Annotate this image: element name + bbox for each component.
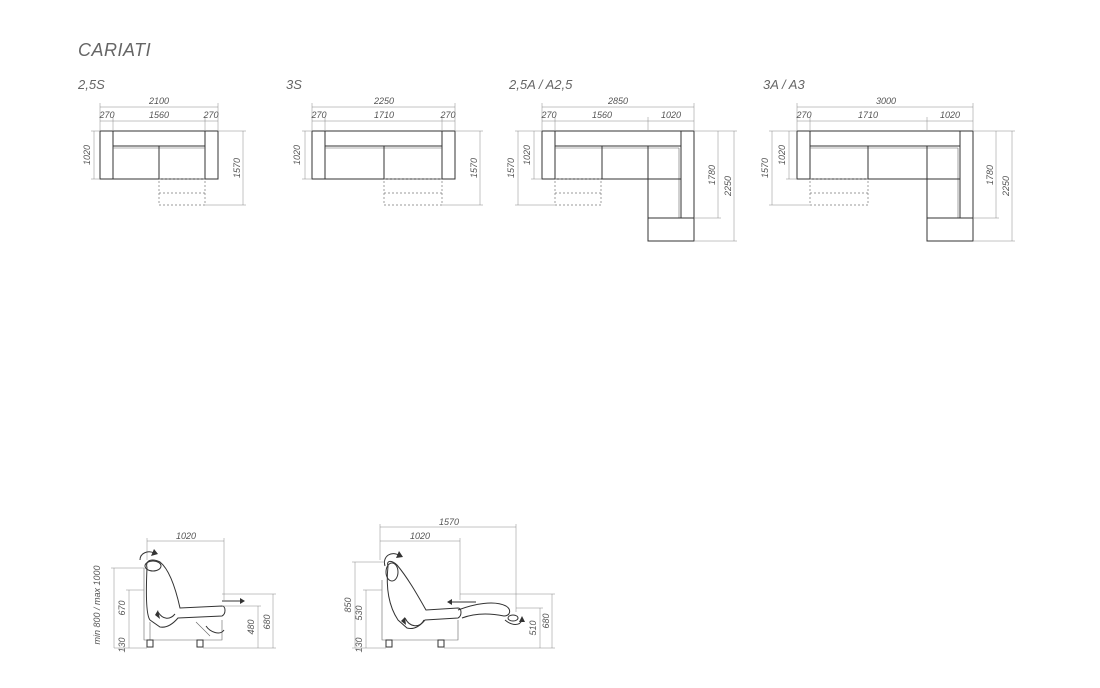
dim-arm: 680 bbox=[262, 614, 272, 629]
dim-back: 530 bbox=[354, 605, 364, 620]
dim-height: 850 bbox=[343, 597, 353, 612]
dim-chaise-total: 2250 bbox=[1001, 176, 1011, 197]
dim-chaise-total: 2250 bbox=[723, 176, 733, 197]
dim-arm-left: 270 bbox=[310, 110, 326, 120]
dim-height-range: min 800 / max 1000 bbox=[92, 565, 102, 644]
dim-depth-extended: 1570 bbox=[232, 158, 242, 178]
plan-view-3a: 3000 270 1710 1020 1020 1570 1780 2250 bbox=[760, 96, 1015, 242]
dim-arm-left: 270 bbox=[540, 110, 556, 120]
dim-seat: 1710 bbox=[858, 110, 878, 120]
dim-back: 670 bbox=[117, 600, 127, 615]
dim-extended: 1570 bbox=[439, 517, 459, 527]
dim-total: 2100 bbox=[148, 96, 169, 106]
plan-view-2-5a: 2850 270 1560 1020 1020 1570 1780 225 bbox=[506, 96, 737, 242]
plan-view-2-5s: 2100 270 1560 270 1020 1570 bbox=[82, 96, 246, 206]
dim-arm: 680 bbox=[541, 613, 551, 628]
dim-depth-extended: 1570 bbox=[760, 158, 770, 178]
dim-leg: 130 bbox=[117, 637, 127, 652]
dim-chaise: 1780 bbox=[707, 165, 717, 185]
dim-depth-extended: 1570 bbox=[506, 158, 516, 178]
dim-corner: 1020 bbox=[940, 110, 960, 120]
dim-total: 2850 bbox=[607, 96, 628, 106]
plan-view-3s: 2250 270 1710 270 1020 1570 bbox=[292, 96, 483, 206]
dim-total: 3000 bbox=[876, 96, 896, 106]
dim-arm-right: 270 bbox=[202, 110, 218, 120]
dim-corner: 1020 bbox=[661, 110, 681, 120]
dim-seat: 480 bbox=[246, 619, 256, 634]
variant-label-3a: 3A / A3 bbox=[763, 77, 805, 92]
variant-label-2-5s: 2,5S bbox=[78, 77, 105, 92]
dim-seat: 1560 bbox=[592, 110, 612, 120]
dim-depth-extended: 1570 bbox=[469, 158, 479, 178]
dim-depth: 1020 bbox=[522, 145, 532, 165]
dim-depth: 1020 bbox=[777, 145, 787, 165]
dim-arm-right: 270 bbox=[439, 110, 455, 120]
dim-seat: 1710 bbox=[374, 110, 394, 120]
dim-depth: 1020 bbox=[410, 531, 430, 541]
page-title: CARIATI bbox=[78, 40, 152, 60]
dim-arm-left: 270 bbox=[98, 110, 114, 120]
dim-depth: 1020 bbox=[292, 145, 302, 165]
variant-label-2-5a: 2,5A / A2,5 bbox=[509, 77, 573, 92]
dim-depth: 1020 bbox=[82, 145, 92, 165]
side-view-upright: 1020 min 800 / max 1000 670 130 480 bbox=[92, 531, 276, 653]
side-view-reclined: 1570 1020 850 530 130 510 bbox=[343, 517, 555, 653]
dim-seat: 1560 bbox=[149, 110, 169, 120]
dim-total: 2250 bbox=[373, 96, 394, 106]
dim-depth: 1020 bbox=[176, 531, 196, 541]
dim-seat: 510 bbox=[528, 620, 538, 635]
variant-label-3s: 3S bbox=[286, 77, 302, 92]
dim-arm-left: 270 bbox=[795, 110, 811, 120]
dim-chaise: 1780 bbox=[985, 165, 995, 185]
dim-leg: 130 bbox=[354, 637, 364, 652]
